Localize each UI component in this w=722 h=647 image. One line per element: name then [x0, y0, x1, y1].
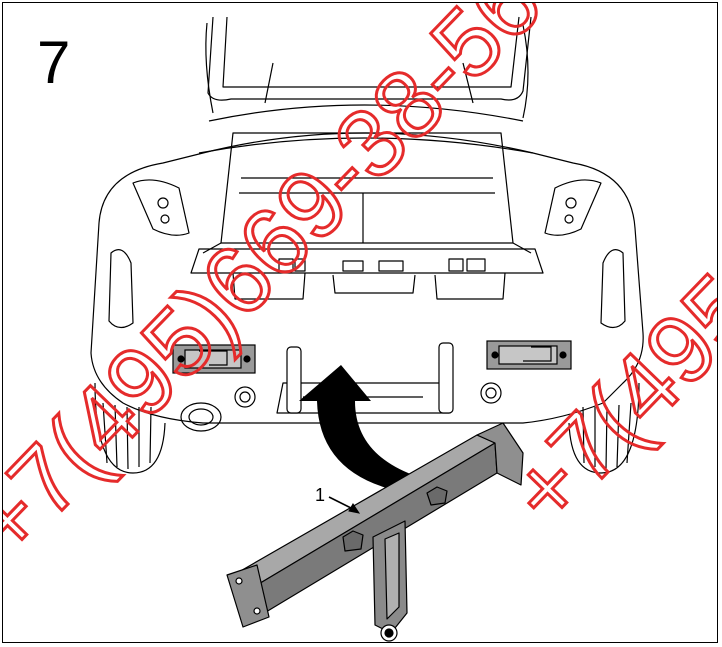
watermark-text-main: +7(495)669-38-56	[3, 3, 562, 578]
rear-crossmember	[190, 248, 544, 274]
car-rear	[90, 16, 644, 474]
right-light-recess	[544, 179, 602, 236]
left-light-recess	[132, 179, 190, 236]
guide-posts	[286, 342, 454, 414]
lift-arrow	[299, 365, 413, 491]
left-wheel	[94, 382, 166, 474]
exhaust-pipe	[180, 402, 222, 432]
right-mount-bracket	[486, 340, 572, 370]
body-outline	[90, 132, 644, 424]
tow-bar	[226, 422, 524, 642]
watermark-text-right: +7(495	[489, 254, 718, 545]
step-number: 7	[37, 29, 71, 96]
assembly-illustration: +7(495)669-38-56 +7(495	[3, 3, 718, 642]
left-mount-bracket	[172, 344, 256, 374]
part-callout-label: 1	[315, 485, 326, 505]
right-wheel	[568, 382, 640, 474]
tailgate	[207, 16, 532, 101]
